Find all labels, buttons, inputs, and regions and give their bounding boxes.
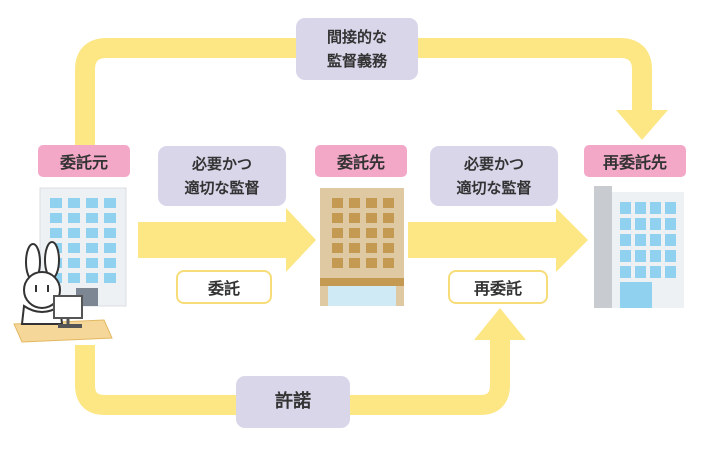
building-window	[366, 258, 377, 268]
supervision-label-2: 必要かつ 適切な監督	[430, 146, 558, 206]
building-window	[349, 243, 360, 253]
building-window	[104, 243, 116, 253]
building-window	[104, 273, 116, 283]
supervision-1-line-1: 必要かつ	[191, 155, 252, 173]
building-window	[635, 202, 646, 214]
building-window	[332, 258, 343, 268]
building-window	[635, 234, 646, 246]
building-window	[104, 258, 116, 268]
indirect-supervision-arrowhead	[616, 110, 668, 140]
supervision-2-line-1: 必要かつ	[463, 155, 524, 173]
building-window	[650, 250, 661, 262]
building-window	[86, 243, 98, 253]
building-window	[665, 234, 676, 246]
building-window	[650, 234, 661, 246]
building-window	[665, 202, 676, 214]
building-window	[620, 234, 631, 246]
building-window	[635, 218, 646, 230]
supervision-label-1: 必要かつ 適切な監督	[158, 146, 286, 206]
building-window	[50, 228, 62, 238]
building-window	[383, 258, 394, 268]
building-window	[650, 266, 661, 278]
building-window	[620, 218, 631, 230]
building-window	[68, 198, 80, 208]
building-window	[665, 250, 676, 262]
indirect-supervision-label: 間接的な 監督義務	[296, 18, 418, 80]
building-window	[650, 218, 661, 230]
building-window	[332, 228, 343, 238]
building-window	[635, 250, 646, 262]
building-window	[620, 266, 631, 278]
building-window	[86, 198, 98, 208]
tan-building-icon	[320, 188, 404, 306]
building-window	[332, 243, 343, 253]
building-window	[68, 228, 80, 238]
indirect-supervision-line-2: 監督義務	[326, 52, 387, 70]
building-window	[68, 273, 80, 283]
building-window	[383, 198, 394, 208]
building-window	[366, 228, 377, 238]
reconsign-label: 再委託	[448, 270, 548, 304]
rabbit-mascot-at-computer-icon	[13, 241, 113, 343]
consign-label: 委託	[176, 270, 272, 304]
approval-label: 許諾	[236, 376, 350, 428]
building-window	[68, 243, 80, 253]
building-window	[86, 228, 98, 238]
building-window	[665, 218, 676, 230]
building-window	[650, 202, 661, 214]
supervision-2-line-2: 適切な監督	[456, 179, 532, 197]
building-window	[349, 198, 360, 208]
building-window	[620, 202, 631, 214]
consign-arrow	[138, 208, 316, 272]
client-node-label: 委託元	[38, 145, 130, 177]
building-window	[86, 258, 98, 268]
building-window	[383, 243, 394, 253]
building-window	[332, 213, 343, 223]
building-window	[104, 213, 116, 223]
building-window	[383, 228, 394, 238]
building-window	[349, 258, 360, 268]
subcontractor-building-icon	[594, 186, 684, 308]
building-window	[635, 266, 646, 278]
building-window	[366, 198, 377, 208]
building-window	[50, 198, 62, 208]
building-window	[68, 258, 80, 268]
indirect-supervision-line-1: 間接的な	[326, 28, 387, 46]
subcontractor-node-label: 再委託先	[584, 145, 686, 177]
building-window	[620, 250, 631, 262]
contractor-node-label: 委託先	[315, 145, 407, 177]
client-building-icon	[39, 187, 127, 307]
building-window	[349, 228, 360, 238]
building-window	[366, 213, 377, 223]
building-window	[50, 213, 62, 223]
building-window	[366, 243, 377, 253]
building-window	[349, 213, 360, 223]
supervision-1-line-2: 適切な監督	[184, 179, 260, 197]
building-window	[86, 213, 98, 223]
building-window	[104, 198, 116, 208]
building-window	[68, 213, 80, 223]
building-window	[104, 228, 116, 238]
building-window	[332, 198, 343, 208]
reconsign-arrow	[408, 208, 588, 272]
building-window	[383, 213, 394, 223]
building-window	[86, 273, 98, 283]
building-window	[665, 266, 676, 278]
approval-arrowhead	[474, 308, 526, 340]
